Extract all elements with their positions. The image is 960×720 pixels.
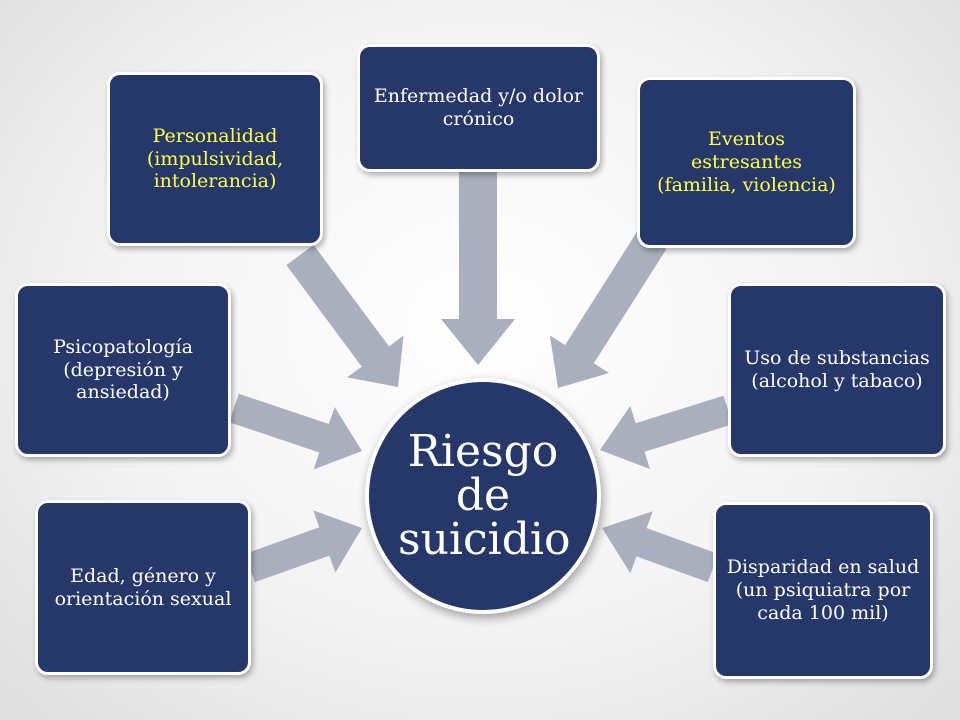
factor-box-eventos: Eventos estresantes (familia, violencia) [637,77,856,248]
factor-label-personalidad: Personalidad (impulsividad, intolerancia… [146,124,284,193]
arrow-from-substancias [600,395,733,469]
factor-label-disparidad: Disparidad en salud (un psiquiatra por c… [726,556,920,624]
factor-label-edad: Edad, género y orientación sexual [54,564,232,610]
factor-label-psicopatologia: Psicopatología (depresión y ansiedad) [53,335,193,404]
factor-box-disparidad: Disparidad en salud (un psiquiatra por c… [713,502,933,679]
factor-box-psicopatologia: Psicopatología (depresión y ansiedad) [15,283,231,457]
factor-box-personalidad: Personalidad (impulsividad, intolerancia… [107,72,323,246]
arrow-from-enfermedad [441,168,515,365]
arrow-from-psicopatologia [229,393,362,470]
central-node-label: Riesgo de suicidio [398,426,571,565]
factor-label-eventos: Eventos estresantes (familia, violencia) [657,128,836,196]
factor-label-enfermedad: Enfermedad y/o dolor crónico [373,85,584,130]
arrow-from-eventos [549,230,667,388]
factor-label-substancias: Uso de substancias (alcohol y tabaco) [744,347,930,392]
arrow-from-disparidad [602,511,719,583]
arrow-from-personalidad [286,244,404,387]
factor-box-edad: Edad, género y orientación sexual [35,500,251,675]
factor-box-enfermedad: Enfermedad y/o dolor crónico [357,44,600,172]
factor-box-substancias: Uso de substancias (alcohol y tabaco) [728,283,946,457]
arrow-from-edad [245,510,362,583]
central-node-riesgo-de-suicidio: Riesgo de suicidio [365,378,601,614]
